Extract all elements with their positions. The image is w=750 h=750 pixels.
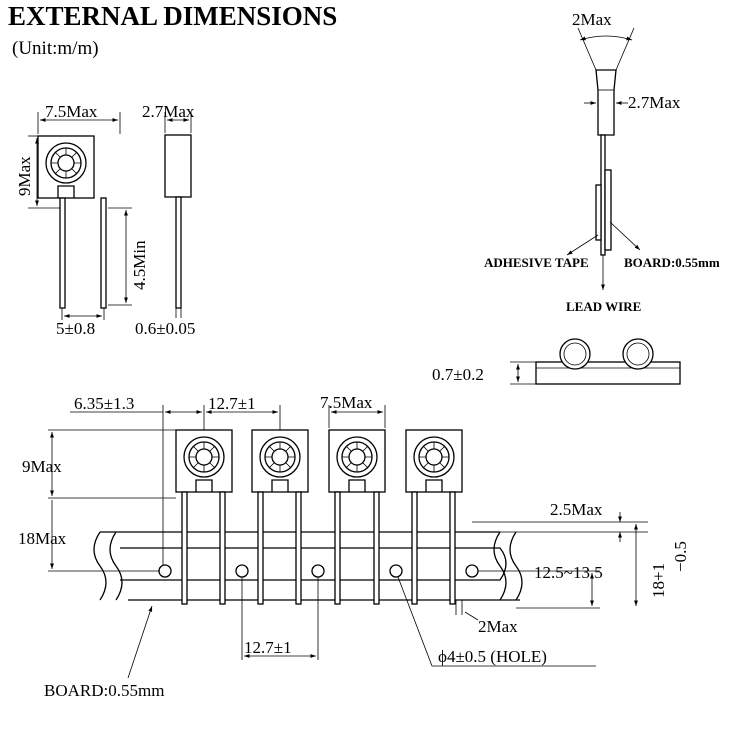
taped-front-view: 6.35±1.3 12.7±1 7.5Max 9Max 18Max 2.5Max… (18, 393, 690, 700)
top-width-label: 2Max (572, 10, 612, 29)
total-height-main-label: 18+1 (649, 563, 668, 598)
lead-pitch-label: 5±0.8 (56, 319, 95, 338)
single-part-side-view: 2.7Max 0.6±0.05 (135, 102, 195, 338)
lead-wire-label: LEAD WIRE (566, 299, 641, 314)
tape-thickness-label: 0.7±0.2 (432, 365, 484, 384)
adhesive-tape-label: ADHESIVE TAPE (484, 255, 589, 270)
board-label-front: BOARD:0.55mm (44, 681, 164, 700)
board-label-side: BOARD:0.55mm (624, 255, 720, 270)
pitch-top-label: 12.7±1 (208, 394, 256, 413)
hole-span-label: 12.5~13.5 (534, 563, 603, 582)
width-dim-label: 7.5Max (45, 102, 98, 121)
tape-edge-label: 2.5Max (550, 500, 603, 519)
offset-dim-label: 6.35±1.3 (74, 394, 134, 413)
taped-side-view: 2Max 2.7Max ADHESIVE TAPE BOARD:0.55mm L… (484, 10, 720, 314)
page-title: EXTERNAL DIMENSIONS (8, 1, 337, 31)
tape-thickness-view: 0.7±0.2 (432, 338, 681, 385)
lead-length-dim-label: 4.5Min (130, 240, 149, 290)
height-dim-label: 9Max (15, 156, 34, 196)
lead-protrusion-label: 2Max (478, 617, 518, 636)
pitch-bottom-label: 12.7±1 (244, 638, 292, 657)
unit-note: (Unit:m/m) (12, 38, 99, 59)
lead-dia-label: 0.6±0.05 (135, 319, 195, 338)
part-height-label: 9Max (22, 457, 62, 476)
part-width-label: 7.5Max (320, 393, 373, 412)
total-height-tol-label: −0.5 (671, 541, 690, 572)
hole-label: ϕ4±0.5 (HOLE) (438, 647, 547, 666)
single-part-front-view: 7.5Max 9Max 4.5Min 5±0.8 (15, 102, 149, 338)
thickness-dim-label: 2.7Max (142, 102, 195, 121)
body-thickness-label: 2.7Max (628, 93, 681, 112)
overall-height-label: 18Max (18, 529, 67, 548)
